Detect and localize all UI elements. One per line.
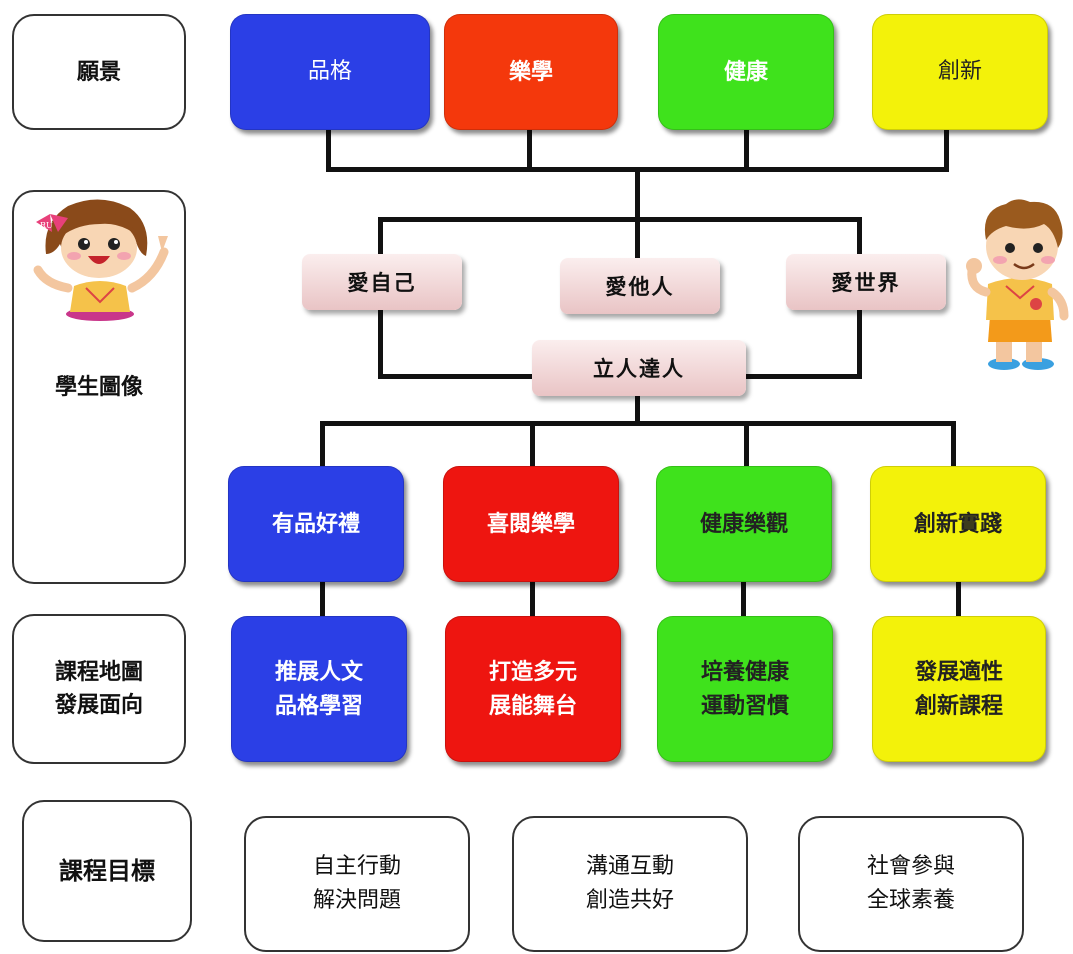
connector-line xyxy=(744,421,749,469)
connector-line xyxy=(530,421,535,469)
goal-box-autonomy: 自主行動 解決問題 xyxy=(244,816,470,952)
goal-box-communication: 溝通互動 創造共好 xyxy=(512,816,748,952)
connector-line xyxy=(635,217,640,261)
student-image-label: 學生圖像 xyxy=(12,190,186,584)
love-self-box: 愛自己 xyxy=(302,254,462,310)
curriculum-map-label: 課程地圖 發展面向 xyxy=(12,614,186,764)
curriculum-box-innovation: 發展適性 創新課程 xyxy=(872,616,1046,762)
connector-line xyxy=(320,580,325,618)
curriculum-box-stage: 打造多元 展能舞台 xyxy=(445,616,621,762)
vision-label: 願景 xyxy=(12,14,186,130)
vision-box-joyful-learning: 樂學 xyxy=(444,14,618,130)
girl-illustration: RU xyxy=(33,199,169,321)
love-world-box: 愛世界 xyxy=(786,254,946,310)
connector-line xyxy=(527,128,532,172)
connector-line xyxy=(378,217,862,222)
curriculum-box-humanities: 推展人文 品格學習 xyxy=(231,616,407,762)
connector-line xyxy=(530,580,535,618)
connector-line xyxy=(320,421,325,469)
connector-line xyxy=(944,128,949,172)
curriculum-box-exercise: 培養健康 運動習慣 xyxy=(657,616,833,762)
connector-line xyxy=(326,167,949,172)
connector-line xyxy=(635,170,640,220)
connector-line xyxy=(956,580,961,618)
goal-box-social: 社會參與 全球素養 xyxy=(798,816,1024,952)
vision-box-character: 品格 xyxy=(230,14,430,130)
vision-box-innovation: 創新 xyxy=(872,14,1048,130)
connector-line xyxy=(744,128,749,172)
connector-line xyxy=(741,580,746,618)
connector-line xyxy=(951,421,956,469)
svg-text:RU: RU xyxy=(40,221,53,230)
center-box: 立人達人 xyxy=(532,340,746,396)
student-image-box-courtesy: 有品好禮 xyxy=(228,466,404,582)
love-others-box: 愛他人 xyxy=(560,258,720,314)
student-image-box-optimism: 健康樂觀 xyxy=(656,466,832,582)
student-image-box-practice: 創新實踐 xyxy=(870,466,1046,582)
connector-line xyxy=(326,128,331,172)
connector-line xyxy=(635,395,640,425)
curriculum-goal-label: 課程目標 xyxy=(22,800,192,942)
vision-box-health: 健康 xyxy=(658,14,834,130)
connector-line xyxy=(320,421,956,426)
student-image-box-reading: 喜閱樂學 xyxy=(443,466,619,582)
boy-illustration xyxy=(966,199,1069,370)
